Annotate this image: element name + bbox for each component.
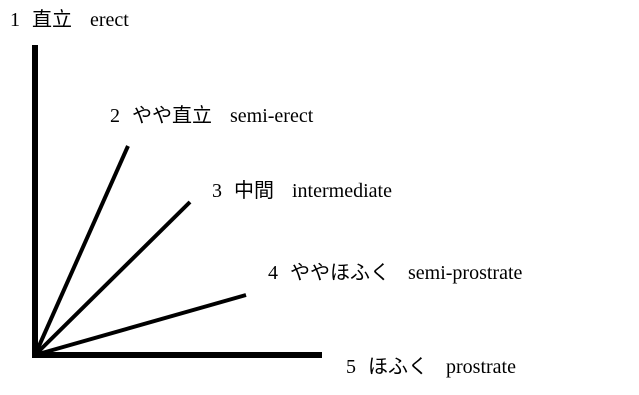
label-erect: 1 直立 erect xyxy=(10,8,129,32)
label-number: 4 xyxy=(268,262,278,284)
label-number: 1 xyxy=(10,9,20,31)
line-semi-erect xyxy=(33,145,130,356)
label-prostrate: 5 ほふく prostrate xyxy=(346,355,516,379)
label-semi-prostrate: 4 ややほふく semi-prostrate xyxy=(268,261,522,285)
label-english: prostrate xyxy=(446,356,516,378)
label-english: semi-erect xyxy=(230,105,314,127)
label-number: 2 xyxy=(110,105,120,127)
line-intermediate xyxy=(33,200,192,357)
label-japanese: 中間 xyxy=(234,180,274,202)
line-semi-prostrate xyxy=(34,293,247,357)
label-number: 3 xyxy=(212,180,222,202)
label-japanese: ややほふく xyxy=(290,262,390,284)
label-japanese: やや直立 xyxy=(132,105,212,127)
label-english: erect xyxy=(90,9,129,31)
label-japanese: 直立 xyxy=(32,9,72,31)
label-semi-erect: 2 やや直立 semi-erect xyxy=(110,104,313,128)
label-english: semi-prostrate xyxy=(408,262,523,284)
label-japanese: ほふく xyxy=(368,356,428,378)
label-number: 5 xyxy=(346,356,356,378)
label-english: intermediate xyxy=(292,180,392,202)
label-intermediate: 3 中間 intermediate xyxy=(212,179,392,203)
